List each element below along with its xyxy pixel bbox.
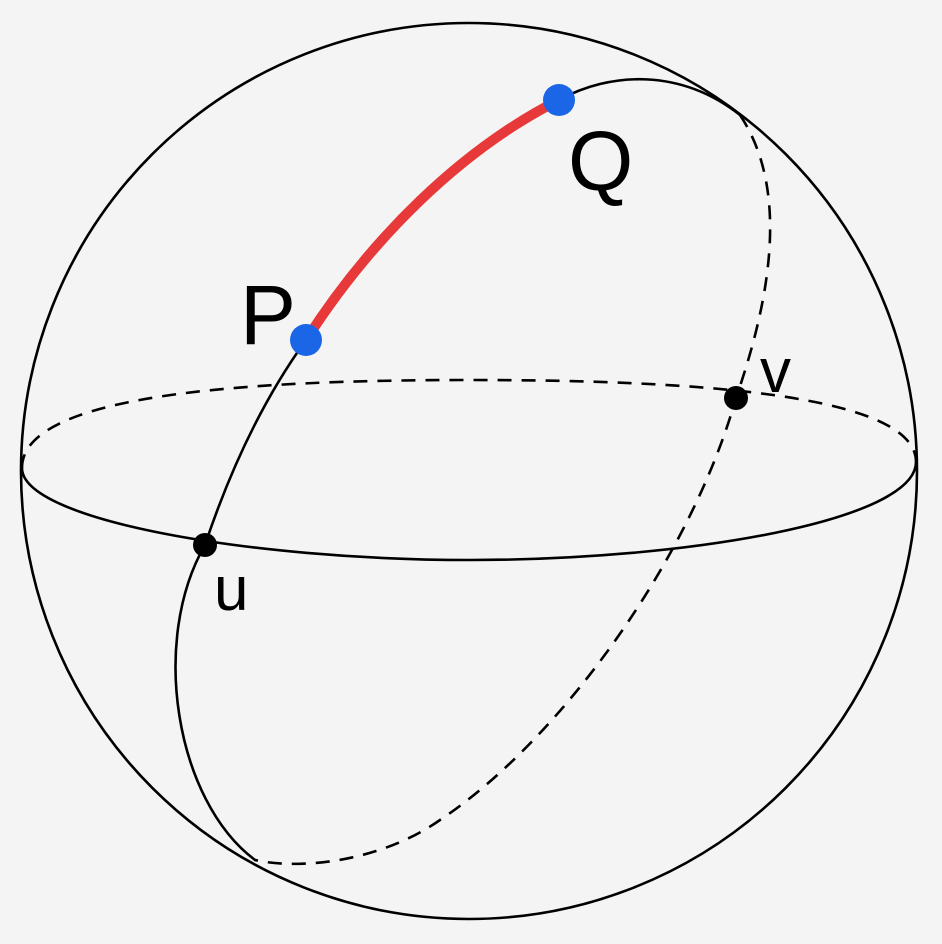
geodesic-arc-pq [301, 95, 564, 345]
point-v [724, 386, 748, 410]
point-u [193, 533, 217, 557]
point-q [543, 84, 575, 116]
equator-back-dashed [20, 378, 918, 469]
label-v: v [760, 337, 791, 406]
great-circle-back-dashed [254, 114, 772, 866]
great-circle-front-upper [557, 77, 742, 117]
great-circle-front [174, 338, 308, 862]
equator-front [20, 460, 918, 562]
label-q: Q [568, 114, 633, 208]
label-u: u [214, 555, 248, 624]
point-p [290, 324, 322, 356]
label-p: P [240, 268, 296, 362]
